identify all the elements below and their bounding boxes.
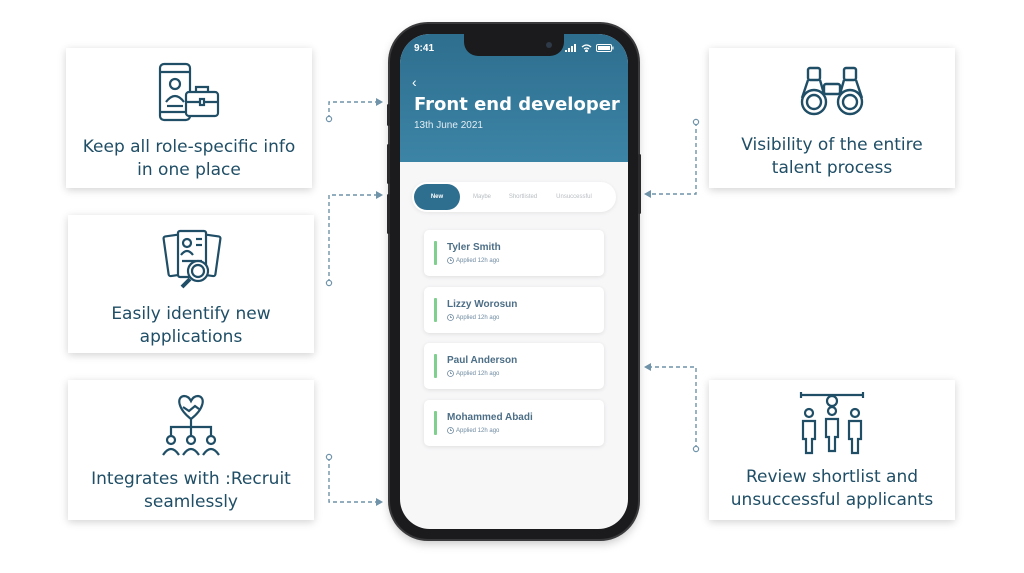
phone-mockup: 9:41 ‹ Front end developer 13th June 202… [387,24,641,539]
status-time: 9:41 [414,43,435,54]
applicant-meta: Applied 12h ago [447,314,499,321]
phone-notch [464,34,564,56]
applicant-meta: Applied 12h ago [447,370,499,377]
clock-icon [447,257,454,264]
volume-down-button [387,194,390,234]
applicant-card[interactable]: Lizzy Worosun Applied 12h ago [424,287,604,333]
phone-briefcase-icon [156,62,222,126]
feature-label: Review shortlist and unsuccessful applic… [730,467,934,510]
wifi-icon [581,44,592,52]
back-button[interactable]: ‹ [412,74,417,90]
feature-card-identify: Easily identify new applications [68,215,314,353]
applicant-name: Mohammed Abadi [447,412,533,423]
applicant-name: Lizzy Worosun [447,299,518,310]
people-shortlist-icon [797,392,867,456]
documents-magnifier-icon [158,229,224,293]
feature-card-review: Review shortlist and unsuccessful applic… [709,380,955,520]
tab-unsuccessful[interactable]: Unsuccessful [556,194,592,200]
applicant-accent-bar [434,411,437,435]
applied-time: Applied 12h ago [456,314,500,321]
applicant-accent-bar [434,241,437,265]
applied-time: Applied 12h ago [456,427,500,434]
feature-card-integrates: Integrates with :Recruit seamlessly [68,380,314,520]
job-title: Front end developer [414,94,620,115]
applicant-meta: Applied 12h ago [447,257,499,264]
volume-up-button [387,144,390,184]
status-icons [565,44,614,52]
camera-icon [546,42,552,48]
heart-handshake-team-icon [158,394,224,458]
feature-card-visibility: Visibility of the entire talent process [709,48,955,188]
job-date: 13th June 2021 [414,120,483,131]
phone-screen: 9:41 ‹ Front end developer 13th June 202… [400,34,628,529]
applicant-accent-bar [434,354,437,378]
applicant-name: Paul Anderson [447,355,518,366]
applicant-card[interactable]: Mohammed Abadi Applied 12h ago [424,400,604,446]
applied-time: Applied 12h ago [456,370,500,377]
tab-maybe[interactable]: Maybe [472,194,491,200]
clock-icon [447,370,454,377]
tab-shortlisted[interactable]: Shortlisted [508,194,538,200]
signal-icon [565,44,576,52]
clock-icon [447,314,454,321]
tab-new[interactable]: New [414,184,460,210]
feature-label: Visibility of the entire talent process [741,135,923,178]
applicant-card[interactable]: Paul Anderson Applied 12h ago [424,343,604,389]
feature-label: Easily identify new applications [111,304,271,347]
feature-label: Keep all role-specific info in one place [82,137,296,180]
applicant-name: Tyler Smith [447,242,501,253]
status-tabs: New Maybe Shortlisted Unsuccessful [412,182,616,212]
applicant-card[interactable]: Tyler Smith Applied 12h ago [424,230,604,276]
feature-card-role-info: Keep all role-specific info in one place [66,48,312,188]
battery-icon [596,44,614,52]
applicant-meta: Applied 12h ago [447,427,499,434]
applied-time: Applied 12h ago [456,257,500,264]
clock-icon [447,427,454,434]
applicant-accent-bar [434,298,437,322]
power-button [638,154,641,214]
mute-switch [387,104,390,126]
binoculars-icon [798,60,866,124]
feature-label: Integrates with :Recruit seamlessly [91,469,291,512]
